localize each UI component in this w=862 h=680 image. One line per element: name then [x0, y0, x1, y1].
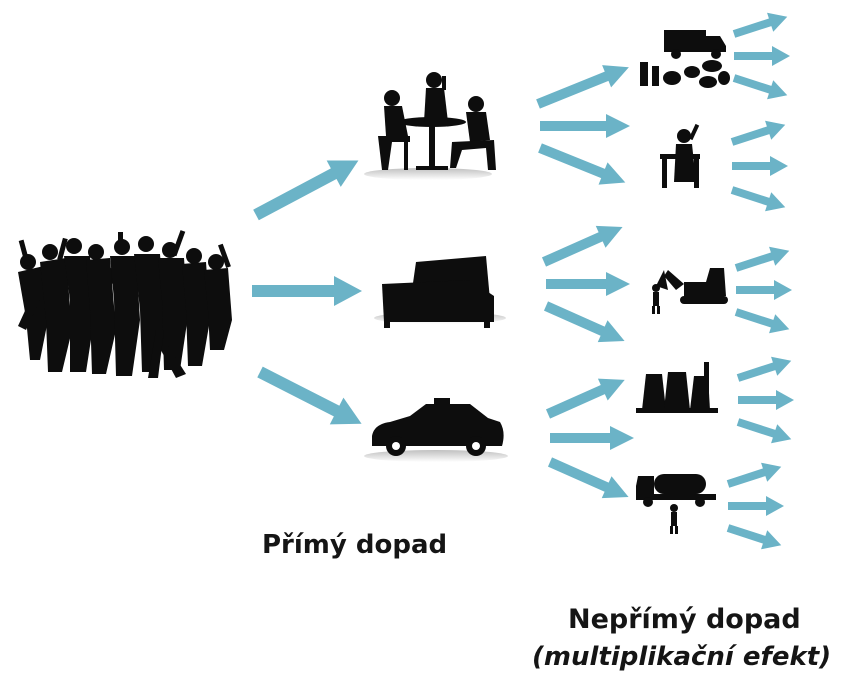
power-plant-icon	[636, 362, 718, 413]
arrow-tertiary	[734, 308, 790, 334]
indirect-arrows	[536, 12, 794, 550]
arrow-tertiary	[726, 462, 782, 488]
arrow-tertiary	[736, 280, 792, 300]
crowd-of-people-icon	[18, 230, 232, 378]
arrow-tertiary	[730, 186, 786, 212]
arrow-tertiary	[732, 156, 788, 176]
arrow-indirect	[545, 378, 625, 419]
arrow-indirect	[538, 143, 626, 185]
taxi-car-icon	[364, 398, 508, 462]
arrow-to-restaurant	[253, 160, 359, 221]
restaurant-diners-icon	[364, 72, 496, 180]
arrow-tertiary	[732, 12, 788, 38]
direct-arrows	[252, 160, 362, 425]
direct-impact-label: Přímý dopad	[262, 530, 448, 560]
arrow-indirect	[541, 225, 623, 267]
arrow-to-hotel	[252, 276, 362, 306]
hotel-bed-icon	[374, 256, 506, 328]
arrow-indirect	[536, 65, 629, 109]
arrow-tertiary	[738, 390, 794, 410]
arrow-indirect	[547, 457, 629, 499]
tanker-truck-worker-icon	[636, 474, 716, 534]
arrow-tertiary	[736, 418, 792, 444]
arrow-tertiary	[732, 74, 788, 100]
arrow-tertiary	[728, 496, 784, 516]
arrow-indirect	[543, 301, 625, 343]
arrow-indirect	[546, 272, 630, 296]
excavator-worker-icon	[652, 268, 728, 314]
multiplier-effect-note: (multiplikační efekt)	[532, 642, 832, 672]
delivery-truck-goods-icon	[640, 30, 730, 88]
bartender-icon	[660, 123, 700, 188]
arrow-tertiary	[730, 120, 786, 146]
arrow-indirect	[550, 426, 634, 450]
arrow-to-taxi	[257, 366, 362, 425]
arrow-tertiary	[734, 46, 790, 66]
arrow-tertiary	[734, 246, 790, 272]
arrow-indirect	[540, 114, 630, 138]
arrow-tertiary	[736, 356, 792, 382]
arrow-tertiary	[726, 524, 782, 550]
indirect-impact-label: Nepřímý dopad	[568, 604, 801, 635]
